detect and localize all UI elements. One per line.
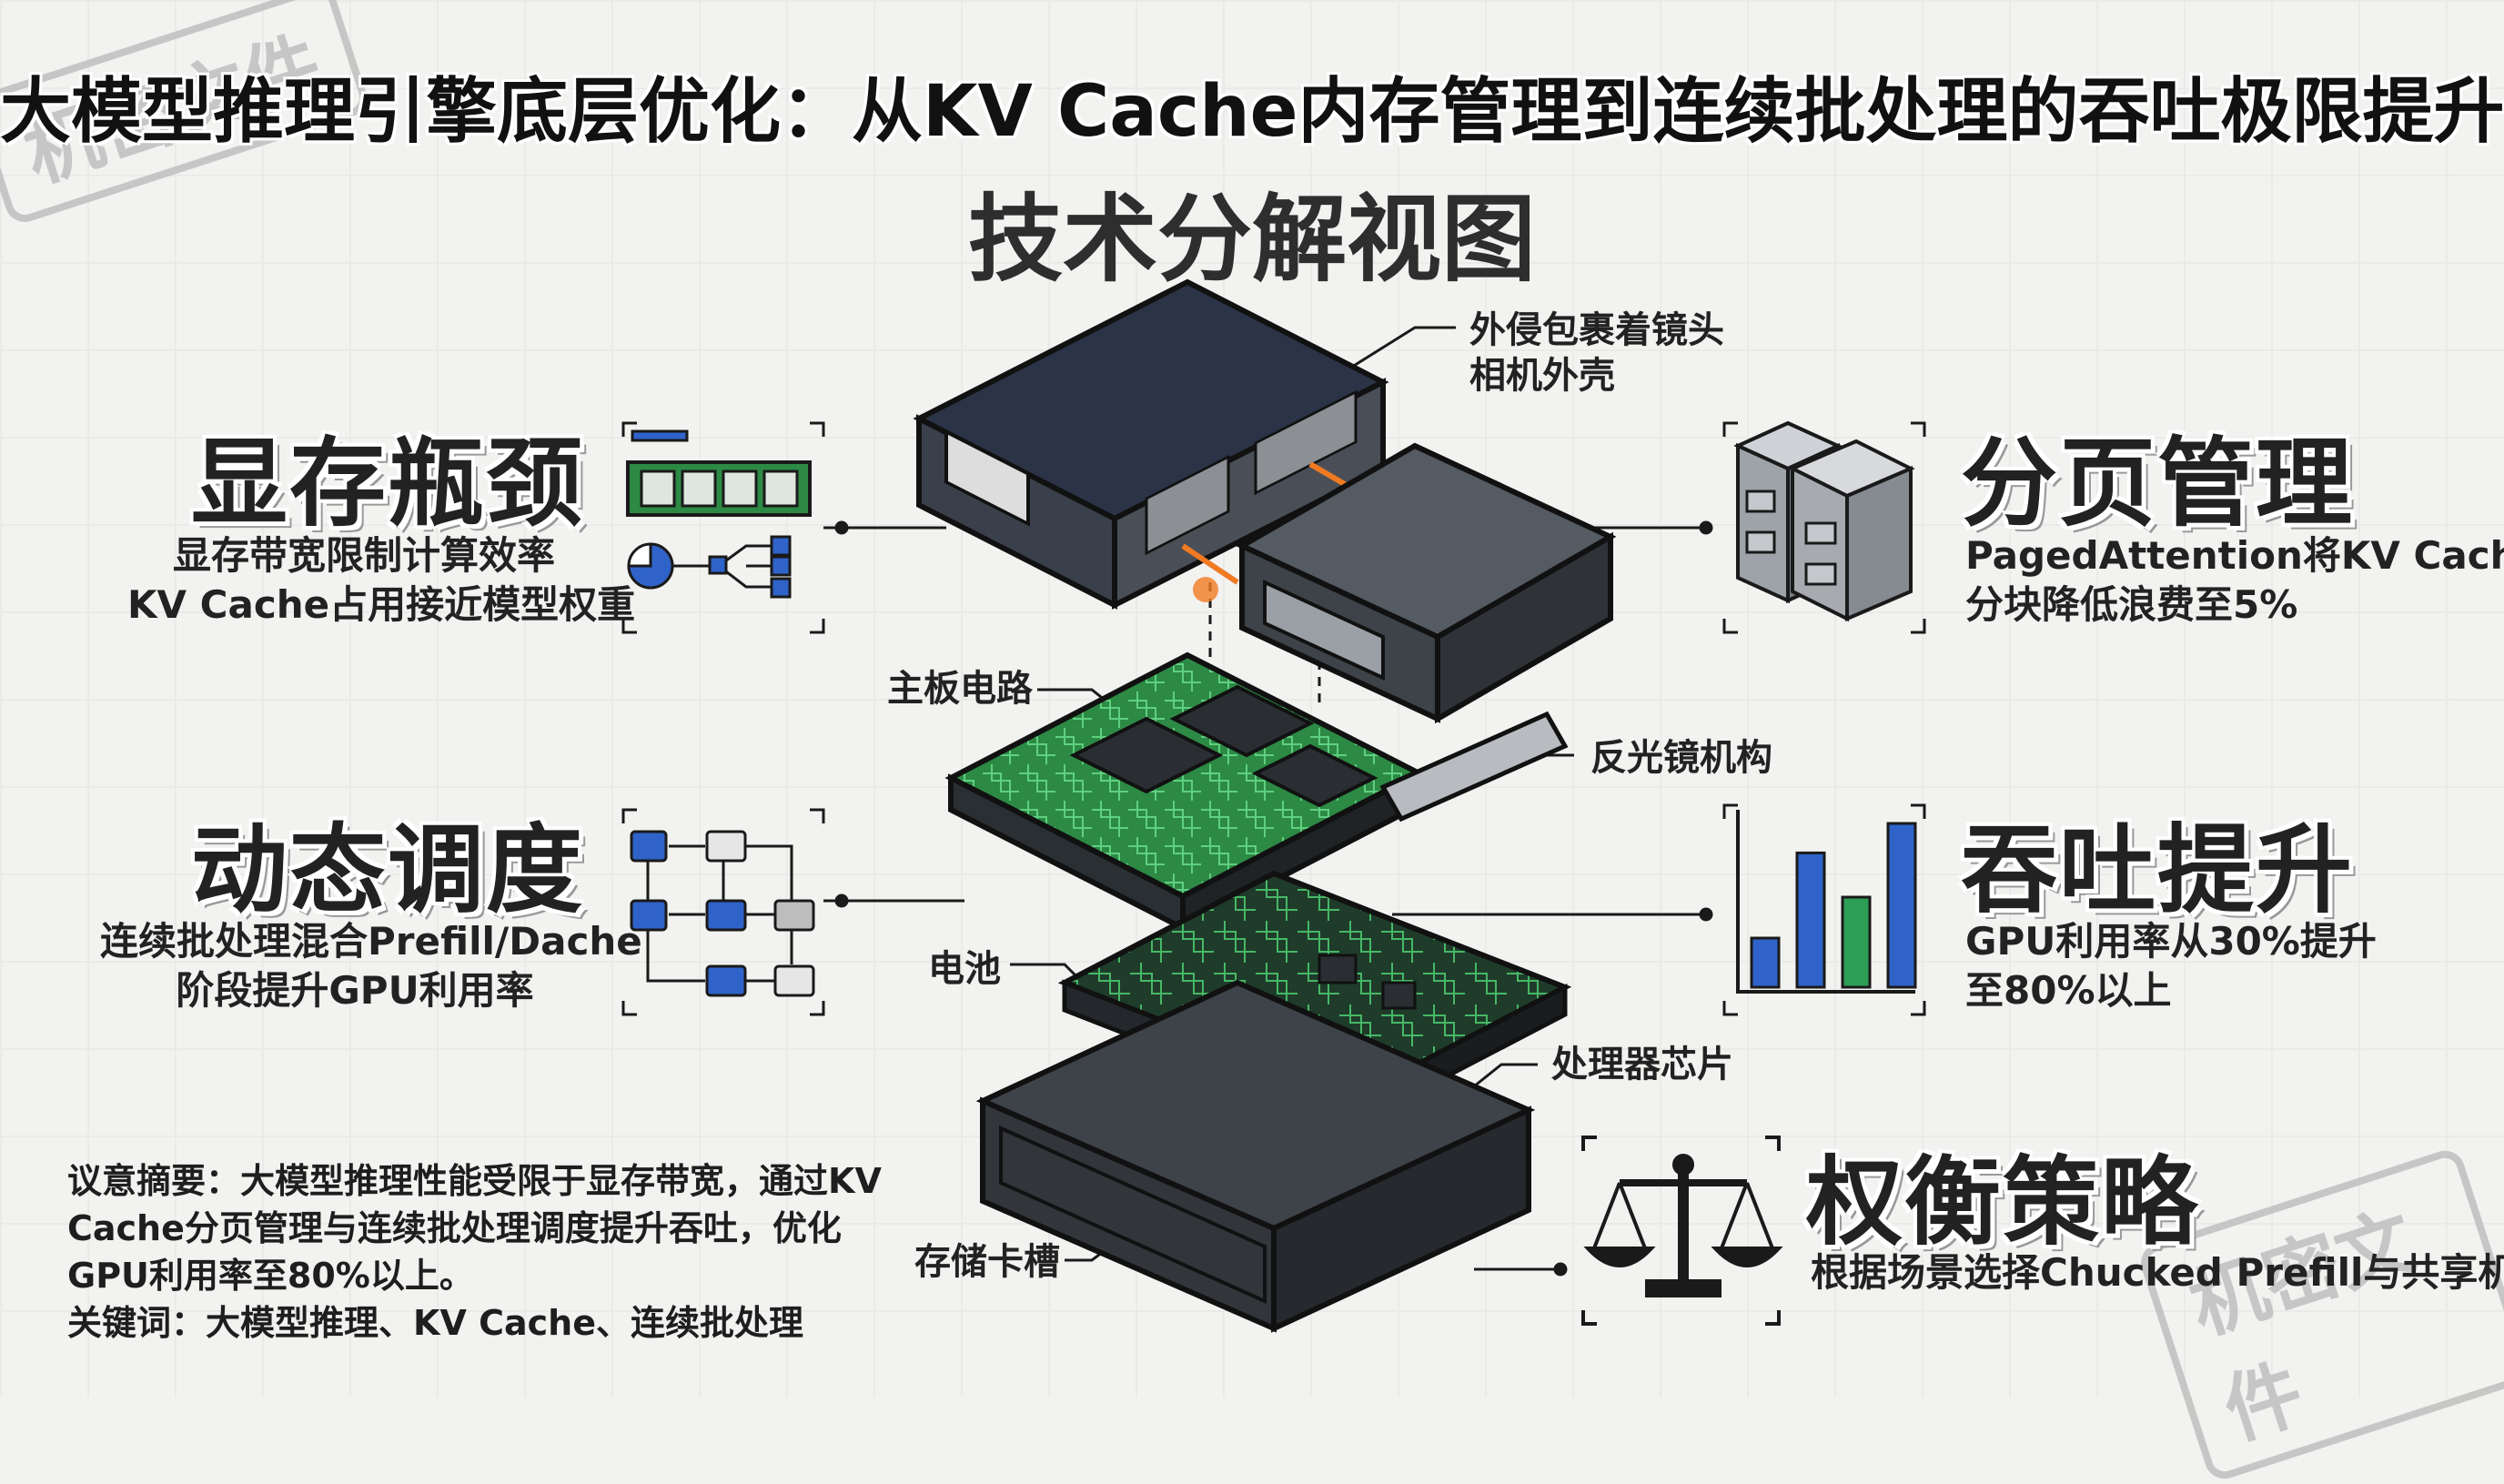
camera-shell-module [913,278,1389,610]
page-title: 大模型推理引擎底层优化：从KV Cache内存管理到连续批处理的吞吐极限提升 [0,71,2504,153]
abstract-line: Cache分页管理与连续批处理调度提升吞吐，优化 [67,1208,842,1248]
abstract-block: 议意摘要：大模型推理性能受限于显存带宽，通过KV Cache分页管理与连续批处理… [67,1157,886,1347]
callout-outer-shell: 外侵包裹着镜头 相机外壳 [1469,308,1724,399]
callout-line: 外侵包裹着镜头 [1469,309,1724,351]
callout-processor: 处理器芯片 [1551,1044,1733,1085]
heading-dynamic-scheduling: 动态调度 [191,814,584,926]
callout-reflector: 反光镜机构 [1590,737,1772,779]
desc-line: 阶段提升GPU利用率 [176,968,534,1013]
desc-throughput: GPU利用率从30%提升 至80%以上 [1965,917,2377,1015]
throughput-bar [1750,936,1781,989]
storage-box-module [1236,442,1617,724]
callout-storage-slot: 存储卡槽 [914,1241,1060,1283]
desc-line: 分块降低浪费至5% [1965,582,2298,627]
abstract-line: 议意摘要：大模型推理性能受限于显存带宽，通过KV [67,1161,882,1201]
storage-slot-tray [975,979,1536,1333]
desc-line: 连续批处理混合Prefill/Dache [100,919,642,964]
desc-tradeoff: 根据场景选择Chucked Prefill与共享机制 [1811,1248,2504,1297]
heading-throughput: 吞吐提升 [1961,814,2354,926]
flowchart-icon [621,808,825,1016]
throughput-bar [1886,822,1917,989]
keywords-line: 关键词：大模型推理、KV Cache、连续批处理 [67,1303,803,1343]
balance-scale-icon [1581,1136,1783,1326]
heading-paging: 分页管理 [1961,428,2354,540]
desc-line: GPU利用率从30%提升 [1965,919,2377,964]
page-subtitle: 技术分解视图 [967,184,1536,295]
desc-memory-bottleneck: 显存带宽限制计算效率 KV Cache占用接近模型权重 [127,531,636,630]
desc-line: KV Cache占用接近模型权重 [127,582,636,627]
motherboard-module [944,651,1569,933]
throughput-bar [1841,895,1872,989]
server-stack-icon [1722,420,1926,634]
throughput-bar-chart-icon [1722,803,1926,1016]
desc-line: 根据场景选择Chucked Prefill与共享机制 [1811,1250,2504,1295]
callout-motherboard: 主板电路 [887,668,1033,710]
desc-line: 显存带宽限制计算效率 [172,533,555,578]
memory-bottleneck-icon [621,421,825,634]
desc-paging: PagedAttention将KV Cache 分块降低浪费至5% [1965,531,2504,630]
desc-dynamic-scheduling: 连续批处理混合Prefill/Dache 阶段提升GPU利用率 [100,917,642,1015]
callout-line: 相机外壳 [1469,355,1615,397]
heading-tradeoff: 权衡策略 [1806,1146,2199,1258]
callout-battery: 电池 [928,948,1001,990]
desc-line: PagedAttention将KV Cache [1965,533,2504,578]
connector-lines [823,326,1713,1277]
abstract-line: GPU利用率至80%以上。 [67,1256,474,1296]
heading-memory-bottleneck: 显存瓶颈 [191,428,584,540]
exploded-view-illustration [621,278,1926,1333]
throughput-bar [1795,851,1826,989]
desc-line: 至80%以上 [1965,968,2172,1013]
